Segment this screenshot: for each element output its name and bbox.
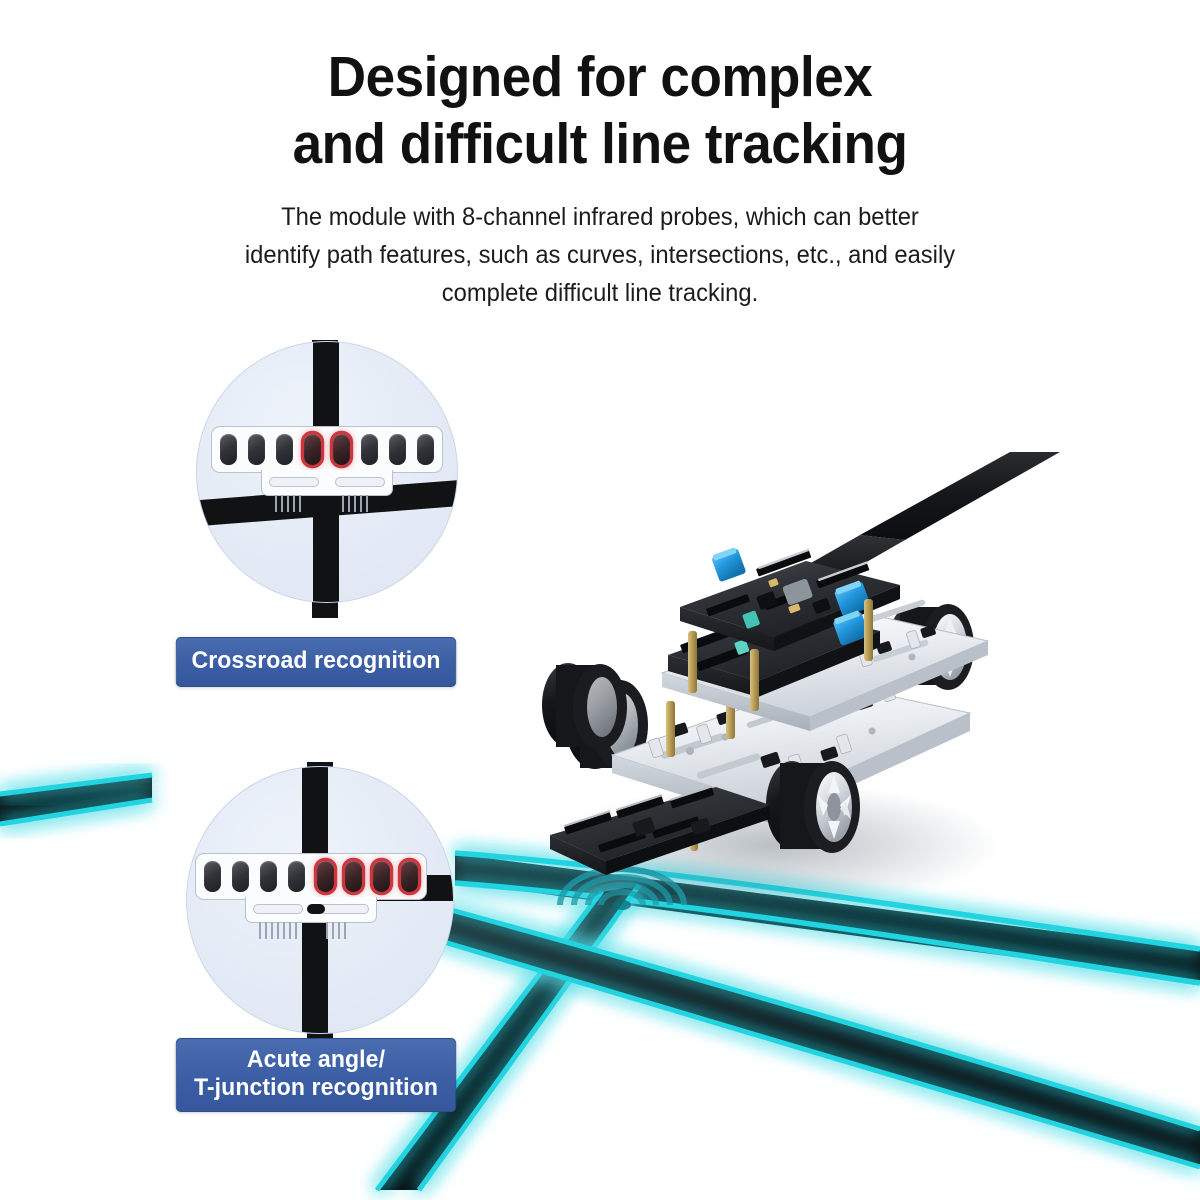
rim-front-right: [816, 772, 852, 842]
wheel-front-left: [542, 663, 627, 750]
probe-8: [400, 861, 418, 892]
probe-1: [204, 861, 221, 892]
probe-4: [304, 434, 322, 465]
subtitle-line-2: identify path features, such as curves, …: [244, 241, 956, 269]
probe-6: [344, 861, 362, 892]
badge-crossroad-recognition[interactable]: Crossroad recognition: [175, 637, 457, 687]
probe-1: [220, 434, 237, 465]
sensor-pins-left: [259, 922, 297, 939]
page-subtitle: The module with 8-channel infrared probe…: [182, 198, 1018, 312]
sensor-pins-left: [275, 495, 301, 512]
wheel-front-right: [766, 761, 860, 853]
sensor-line-crossing-marker: [307, 904, 325, 914]
probe-7: [372, 861, 390, 892]
page-title: Designed for complex and difficult line …: [42, 44, 1158, 179]
probe-5: [316, 861, 334, 892]
track-glow-lower-curve: [432, 904, 1200, 1170]
crossroad-scene-circle: [196, 341, 458, 603]
probe-4: [288, 861, 306, 892]
sensor-pins-right: [326, 922, 346, 939]
pcb-stack: [668, 547, 900, 697]
badge-tjunction-label-line-2: T-junction recognition: [193, 1073, 439, 1101]
sensor-pins-right: [342, 495, 368, 512]
subtitle-line-3: complete difficult line tracking.: [441, 279, 759, 307]
sensor-slot-right: [319, 904, 369, 914]
probe-3: [260, 861, 278, 892]
sensor-slot-left: [253, 904, 303, 914]
sensor-slot-right: [335, 477, 385, 487]
probe-row-crossroad: [220, 434, 434, 465]
probe-3: [276, 434, 294, 465]
terminal-blocks: [712, 547, 871, 646]
sensor-slot-left: [269, 477, 319, 487]
standoffs-upper: [688, 599, 873, 711]
tjunction-sensor-bar: [195, 853, 427, 939]
probe-8: [416, 434, 434, 465]
infrared-sensor-module: [550, 785, 770, 875]
subtitle-line-1: The module with 8-channel infrared probe…: [281, 203, 919, 231]
robot-car-product-photo: [520, 505, 1040, 935]
badge-tjunction-label-line-1: Acute angle/: [246, 1046, 386, 1073]
title-line-1: Designed for complex: [327, 45, 873, 109]
badge-crossroad-label: Crossroad recognition: [191, 647, 441, 674]
crossroad-sensor-bar: [211, 426, 443, 512]
probe-6: [360, 434, 378, 465]
title-line-2: and difficult line tracking: [292, 112, 908, 177]
probe-5: [332, 434, 350, 465]
probe-2: [232, 861, 250, 892]
probe-2: [248, 434, 266, 465]
tjunction-scene-circle: [186, 766, 454, 1034]
probe-row-tjunction: [204, 861, 418, 892]
probe-7: [388, 434, 406, 465]
badge-tjunction-recognition[interactable]: Acute angle/ T-junction recognition: [175, 1038, 457, 1112]
track-glow-left: [0, 772, 153, 827]
